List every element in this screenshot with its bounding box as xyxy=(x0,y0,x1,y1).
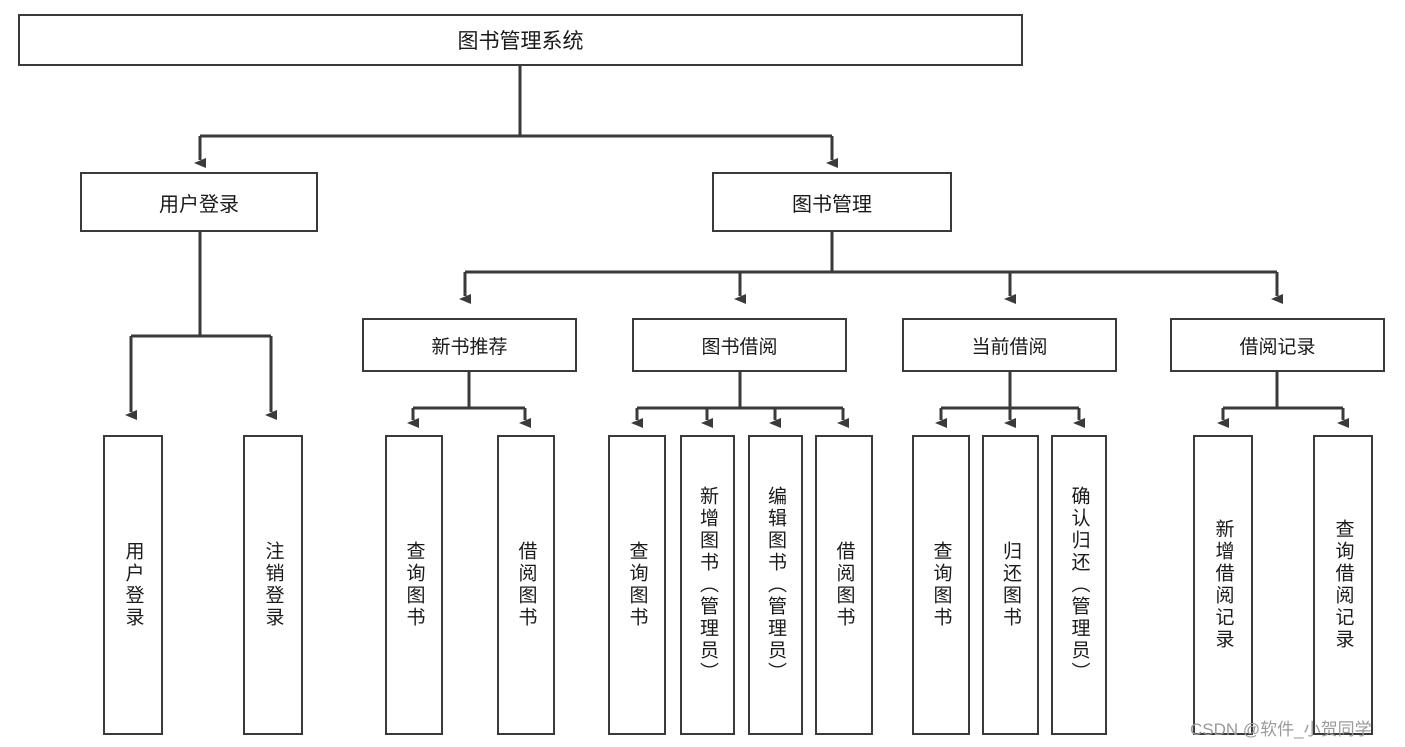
leaf-return-book[interactable]: 归还图书 xyxy=(982,435,1039,735)
leaf-confirm-return-admin[interactable]: 确认归还（管理员） xyxy=(1051,435,1107,735)
node-new-book-recommend[interactable]: 新书推荐 xyxy=(362,318,577,372)
leaf-borrow-book-label: 借阅图书 xyxy=(833,541,855,629)
leaf-borrow-query-book[interactable]: 查询图书 xyxy=(608,435,666,735)
node-current-borrow-label: 当前借阅 xyxy=(971,336,1048,358)
leaf-add-borrow-record-label: 新增借阅记录 xyxy=(1212,519,1234,651)
leaf-return-book-label: 归还图书 xyxy=(1000,541,1021,629)
leaf-logout[interactable]: 注销登录 xyxy=(243,435,303,735)
leaf-borrow-book[interactable]: 借阅图书 xyxy=(815,435,873,735)
leaf-edit-book-admin[interactable]: 编辑图书（管理员） xyxy=(748,435,803,735)
leaf-query-borrow-record[interactable]: 查询借阅记录 xyxy=(1313,435,1373,735)
leaf-confirm-return-admin-label: 确认归还（管理员） xyxy=(1068,486,1090,684)
node-new-book-recommend-label: 新书推荐 xyxy=(431,336,508,358)
node-user-login[interactable]: 用户登录 xyxy=(80,172,318,232)
node-user-login-label: 用户登录 xyxy=(159,193,239,216)
leaf-current-query-book-label: 查询图书 xyxy=(930,541,952,629)
leaf-user-login[interactable]: 用户登录 xyxy=(103,435,163,735)
leaf-add-book-admin-label: 新增图书（管理员） xyxy=(697,486,718,684)
leaf-logout-label: 注销登录 xyxy=(262,541,284,629)
leaf-rec-borrow-book-label: 借阅图书 xyxy=(515,541,537,629)
leaf-borrow-query-book-label: 查询图书 xyxy=(626,541,648,629)
node-borrow-record-label: 借阅记录 xyxy=(1239,336,1316,358)
node-book-borrow[interactable]: 图书借阅 xyxy=(632,318,847,372)
node-book-management[interactable]: 图书管理 xyxy=(712,172,952,232)
leaf-add-book-admin[interactable]: 新增图书（管理员） xyxy=(680,435,735,735)
leaf-add-borrow-record[interactable]: 新增借阅记录 xyxy=(1193,435,1253,735)
node-current-borrow[interactable]: 当前借阅 xyxy=(902,318,1117,372)
leaf-query-borrow-record-label: 查询借阅记录 xyxy=(1332,519,1354,651)
leaf-user-login-label: 用户登录 xyxy=(122,541,144,629)
leaf-rec-query-book[interactable]: 查询图书 xyxy=(385,435,443,735)
leaf-edit-book-admin-label: 编辑图书（管理员） xyxy=(765,486,786,684)
node-book-management-label: 图书管理 xyxy=(792,193,872,216)
node-root-label: 图书管理系统 xyxy=(457,30,584,53)
leaf-rec-query-book-label: 查询图书 xyxy=(403,541,425,629)
node-root[interactable]: 图书管理系统 xyxy=(18,14,1023,66)
leaf-current-query-book[interactable]: 查询图书 xyxy=(912,435,970,735)
node-book-borrow-label: 图书借阅 xyxy=(701,336,778,358)
node-borrow-record[interactable]: 借阅记录 xyxy=(1170,318,1385,372)
leaf-rec-borrow-book[interactable]: 借阅图书 xyxy=(497,435,555,735)
watermark: CSDN @软件_小贺同学 xyxy=(1190,720,1372,739)
